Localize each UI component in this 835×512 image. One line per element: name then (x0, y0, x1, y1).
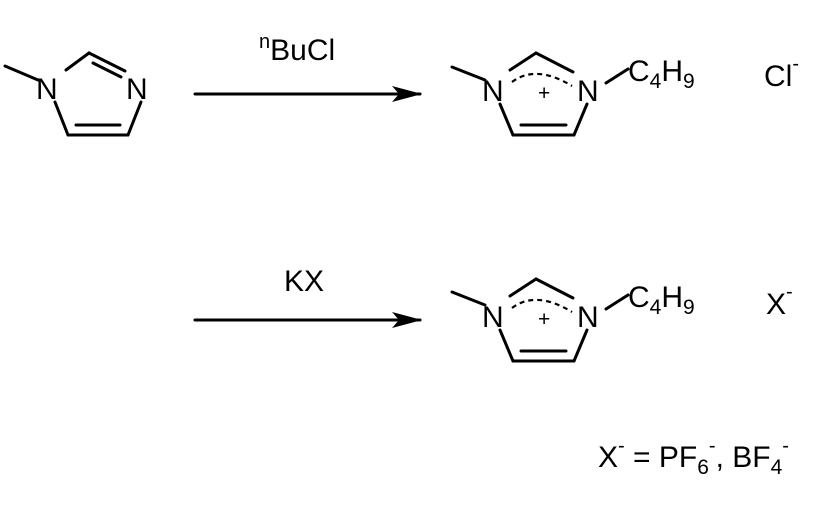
reagent-label-1: nBuCl (259, 31, 335, 67)
delocalization-arc (511, 298, 573, 313)
reagent-name: BuCl (270, 34, 335, 67)
butyl-formula: C4H9 (628, 281, 695, 319)
list-separator: , (716, 441, 733, 474)
atom-n3: N (577, 301, 599, 334)
butyl-carbon: C (628, 55, 650, 88)
reaction-step-1: nBuCl (193, 31, 422, 102)
butyl-bond (604, 67, 630, 85)
anion-definition: X- = PF6-, BF4- (598, 435, 789, 479)
butyl-carbon-count: 4 (650, 70, 662, 93)
reaction-step-2: KX (193, 265, 422, 328)
butyl-hydrogen: H (661, 55, 683, 88)
reagent-label-2: KX (284, 265, 324, 298)
ring-bond-n1-c2 (508, 51, 538, 72)
butyl-bond (604, 293, 630, 311)
tetrafluoroborate: BF (732, 441, 770, 474)
butyl-hydrogen-count: 9 (683, 296, 695, 319)
atom-n3: N (126, 73, 148, 106)
anion-charge: - (792, 53, 799, 75)
product-2-imidazolium-salt: N N + C4H9 X- (450, 277, 793, 363)
anion-x: X (598, 441, 618, 474)
reagent-prefix-superscript: n (259, 31, 270, 53)
butyl-formula: C4H9 (628, 55, 695, 93)
ring-bond-n1-c2 (64, 51, 91, 72)
ring-bond-c5-n1 (53, 100, 70, 137)
equals-sign: = (625, 441, 659, 474)
cation-charge: + (538, 308, 550, 331)
atom-n1: N (482, 75, 504, 108)
anion-symbol: Cl (764, 60, 792, 93)
ring-bond-n3-c4 (572, 328, 589, 363)
hexafluorophosphate-charge: - (709, 435, 716, 457)
atom-n3: N (577, 75, 599, 108)
ring-bond-c2-n3 (534, 277, 575, 300)
butyl-hydrogen-count: 9 (683, 70, 695, 93)
delocalization-arc (511, 72, 573, 87)
methyl-bond (3, 64, 40, 82)
ring-double-bond-c2-n3 (91, 61, 123, 79)
ring-bond-c5-n1 (498, 102, 515, 137)
reactant-methylimidazole: N N (3, 51, 148, 137)
butyl-carbon-count: 4 (650, 296, 662, 319)
cation-charge: + (538, 82, 550, 105)
ring-bond-c2-n3 (534, 51, 575, 74)
ring-bond-c2-n3 (87, 51, 127, 73)
atom-n1: N (482, 301, 504, 334)
ring-bond-n1-c2 (508, 277, 538, 298)
tetrafluoroborate-charge: - (782, 435, 789, 457)
butyl-hydrogen: H (661, 281, 683, 314)
product-1-imidazolium-chloride: N N + C4H9 Cl- (450, 51, 799, 137)
ring-bond-n3-c4 (572, 102, 589, 137)
anion-label: Cl- (764, 53, 799, 93)
ring-bond-n3-c4 (126, 100, 143, 137)
hexafluorophosphate: PF (659, 441, 697, 474)
butyl-carbon: C (628, 281, 650, 314)
tetrafluoroborate-subscript: 4 (771, 456, 783, 479)
methyl-bond (450, 290, 487, 307)
anion-charge: - (786, 281, 793, 303)
anion-symbol: X (766, 288, 786, 321)
anion-label: X- (766, 281, 793, 321)
atom-n1: N (36, 73, 58, 106)
ring-bond-c5-n1 (498, 328, 515, 363)
methyl-bond (450, 65, 487, 82)
hexafluorophosphate-subscript: 6 (697, 456, 709, 479)
anion-x-charge: - (618, 435, 625, 457)
